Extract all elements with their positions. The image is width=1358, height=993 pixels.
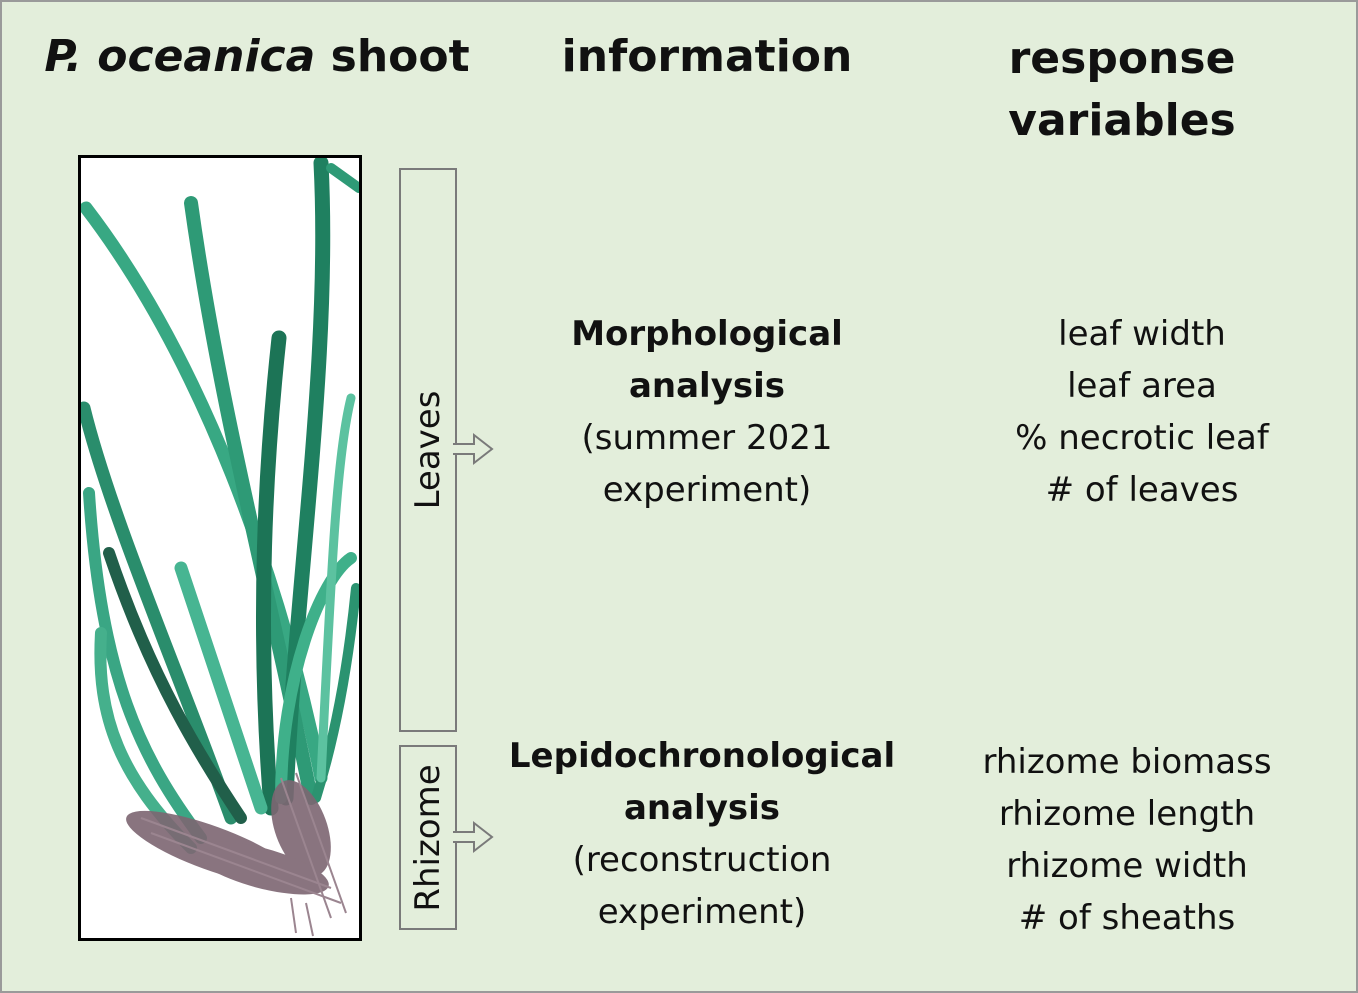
shoot-illustration: [78, 155, 362, 941]
header-information: information: [561, 31, 853, 82]
morphological-note-line1: (summer 2021: [581, 418, 833, 458]
morphological-analysis: Morphological analysis (summer 2021 expe…: [542, 308, 872, 516]
morphological-title-line1: Morphological: [571, 314, 843, 354]
lepidochronological-analysis: Lepidochronological analysis (reconstruc…: [492, 730, 912, 938]
leaves-box: Leaves: [399, 168, 457, 732]
lepidochronological-title-line1: Lepidochronological: [508, 736, 896, 776]
rhizome-arrow-icon: [453, 820, 494, 854]
morphological-title-line2: analysis: [628, 366, 786, 406]
leaves-arrow-icon: [453, 432, 494, 466]
lepidochronological-title-line2: analysis: [623, 788, 781, 828]
lepidochronological-note-line2: experiment): [597, 892, 807, 932]
header-shoot: P. oceanica shoot: [42, 26, 472, 88]
leaves-response-item: % necrotic leaf: [1015, 418, 1269, 458]
header-response-line1: response: [1008, 33, 1236, 84]
rhizome-response-item: rhizome biomass: [982, 742, 1272, 782]
leaves-response-item: # of leaves: [1045, 470, 1239, 510]
leaves-label: Leaves: [408, 390, 448, 510]
rhizome-response-item: rhizome length: [998, 794, 1256, 834]
rhizome-label: Rhizome: [408, 763, 448, 912]
seagrass-drawing: [81, 158, 359, 937]
header-response-variables: response variables: [962, 28, 1282, 152]
leaves-response-item: leaf width: [1058, 314, 1226, 354]
leaves-response-list: leaf width leaf area % necrotic leaf # o…: [992, 308, 1292, 516]
species-name: P. oceanica: [44, 31, 316, 82]
lepidochronological-note-line1: (reconstruction: [572, 840, 832, 880]
header-shoot-suffix: shoot: [315, 31, 470, 82]
leaves-response-item: leaf area: [1067, 366, 1217, 406]
morphological-note-line2: experiment): [602, 470, 812, 510]
rhizome-response-list: rhizome biomass rhizome length rhizome w…: [962, 736, 1292, 944]
header-response-line2: variables: [1008, 95, 1236, 146]
rhizome-response-item: # of sheaths: [1018, 898, 1236, 938]
rhizome-box: Rhizome: [399, 745, 457, 930]
rhizome-response-item: rhizome width: [1006, 846, 1248, 886]
